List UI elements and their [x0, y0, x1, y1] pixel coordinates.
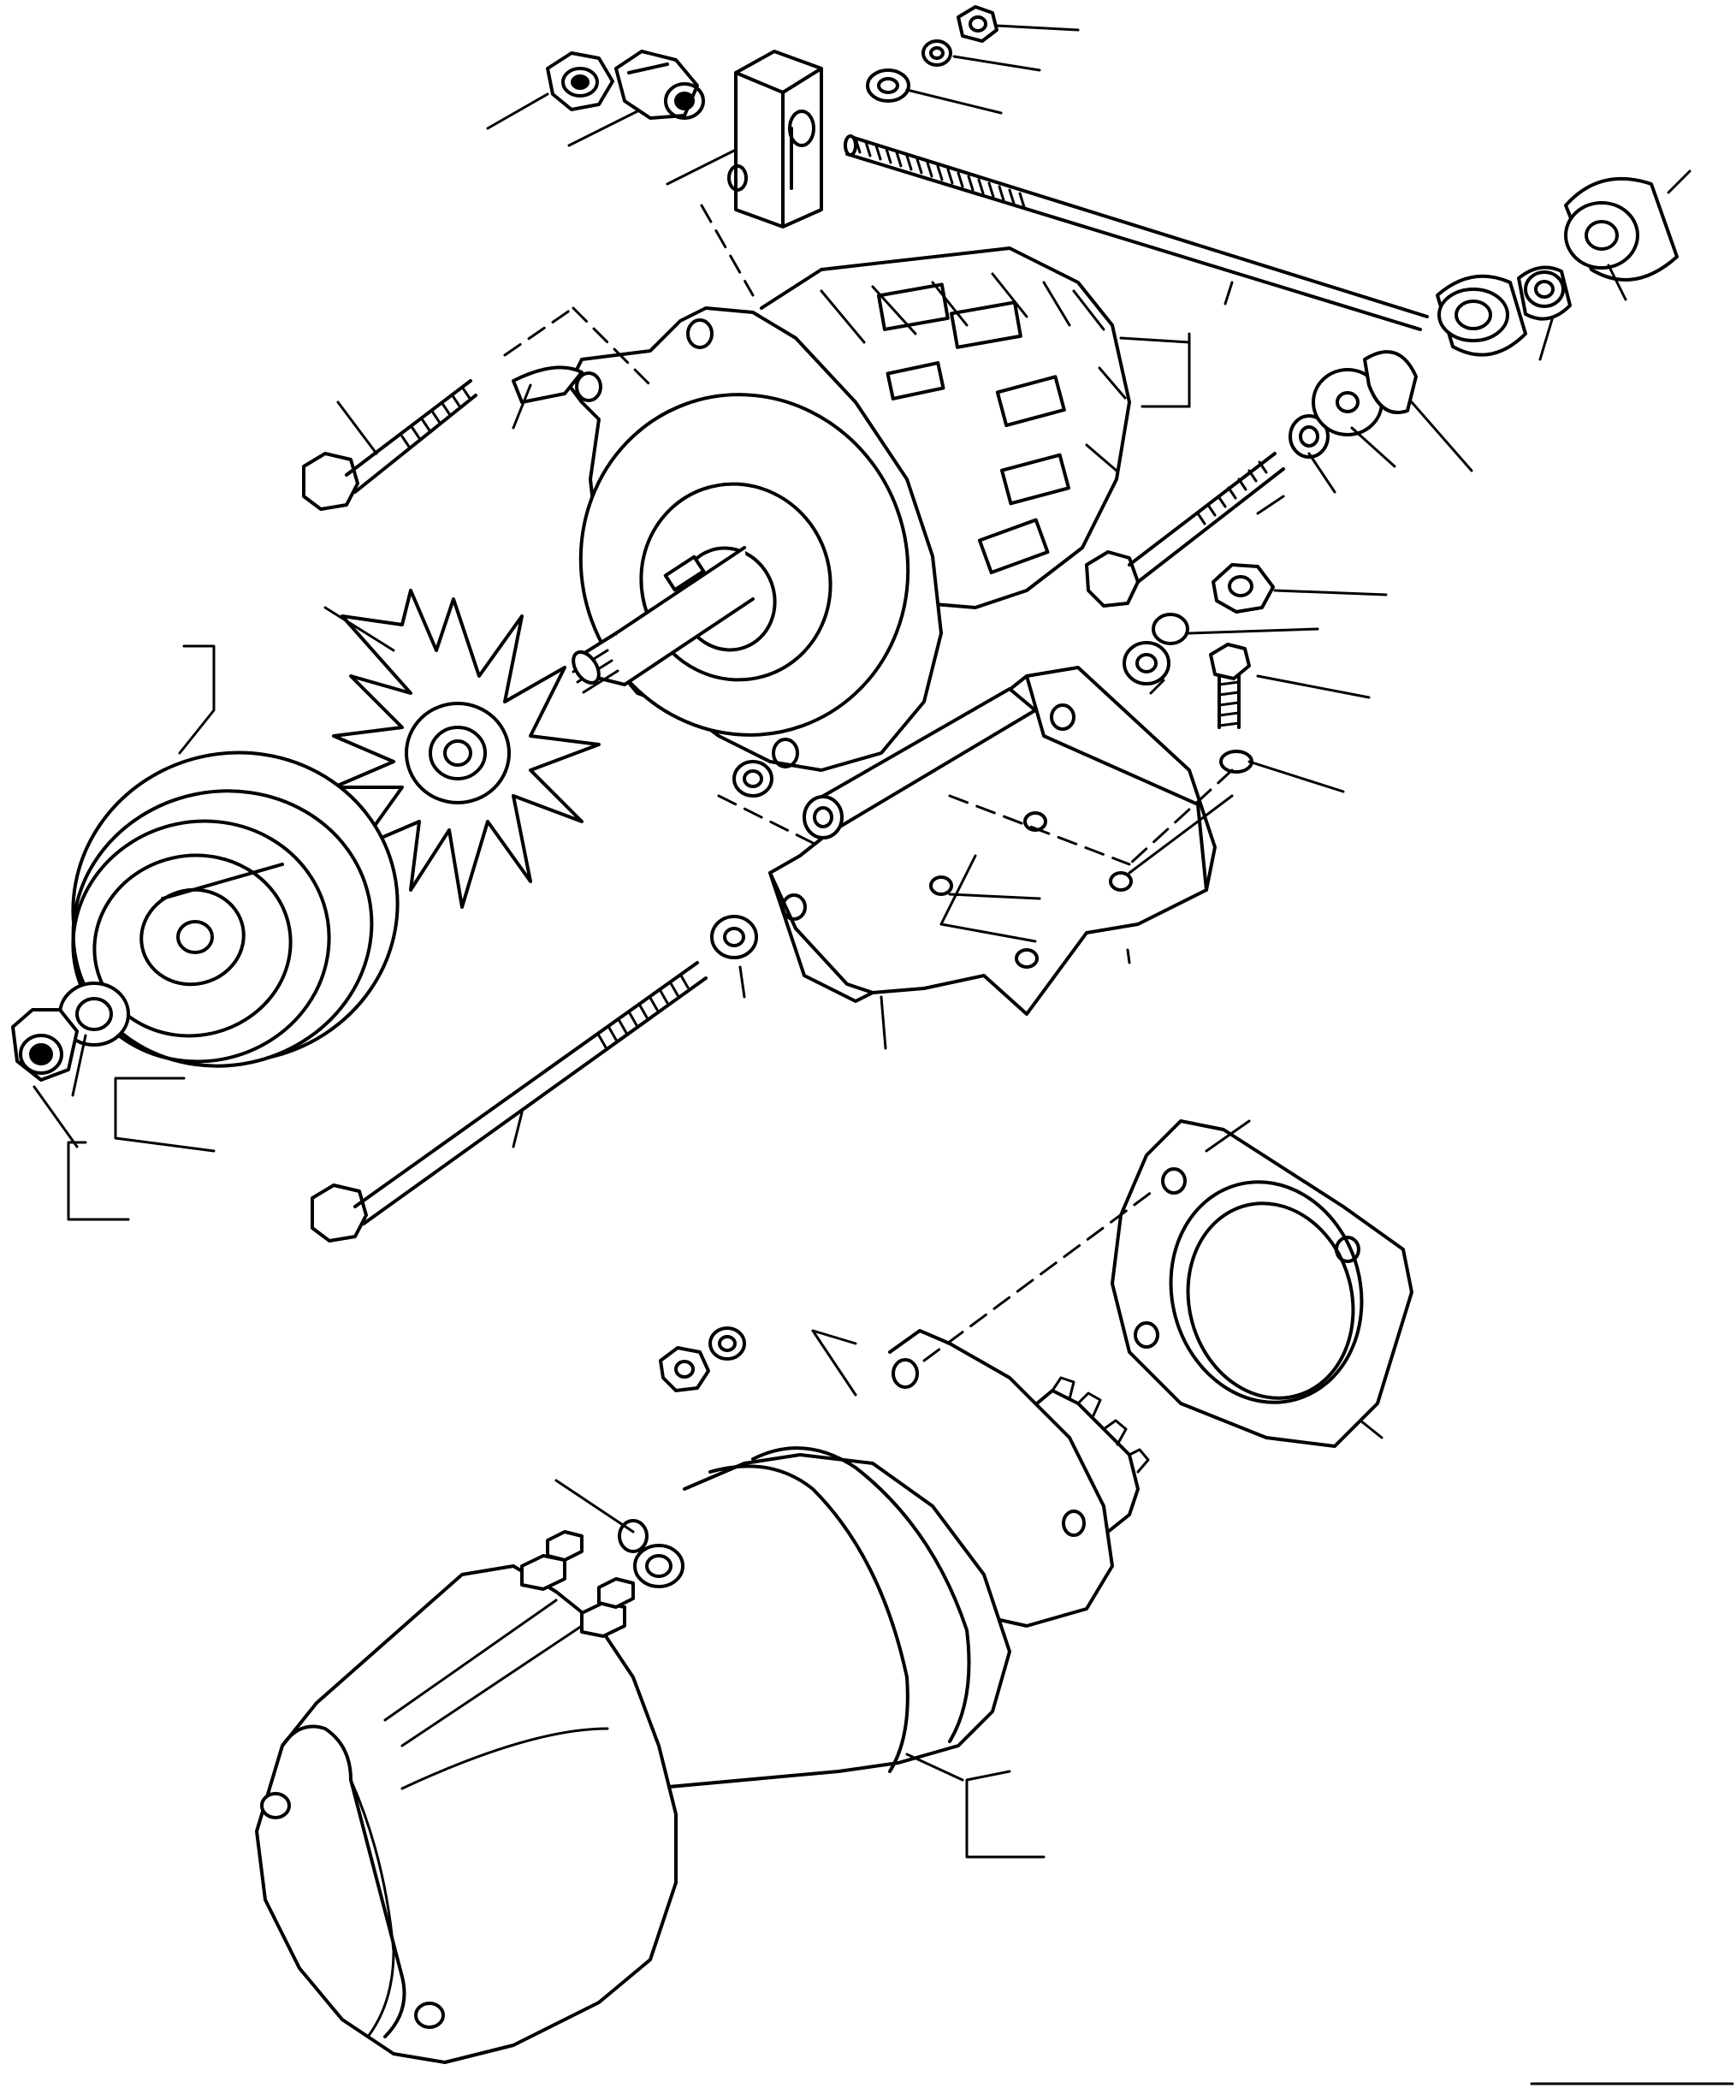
top-adjust-block — [727, 50, 823, 228]
long-pivot-bolt — [311, 915, 758, 1243]
starter-terminal-studs — [520, 1530, 635, 1638]
right-nut-bolt-set — [1123, 563, 1275, 774]
alternator-body — [760, 246, 1131, 609]
starter-mount-nut-washer — [659, 1326, 746, 1392]
right-washers — [1289, 350, 1418, 459]
starter-solenoid-cover — [255, 1564, 678, 2064]
bracket-washer — [732, 760, 773, 798]
alternator-upper-bolt — [302, 379, 477, 511]
alternator-through-bolt — [1085, 452, 1285, 608]
adjusting-rod — [844, 134, 1429, 331]
rod-bushings — [1436, 176, 1679, 357]
alternator-shaft — [572, 546, 755, 694]
bracket-spacer-tube — [803, 687, 1037, 839]
assembly-centerlines — [503, 204, 1234, 1362]
top-washers — [866, 5, 998, 103]
starter-motor-body — [649, 1446, 1011, 1790]
top-sleeve-nut — [614, 50, 705, 120]
starter-cable-terminal — [618, 1519, 684, 1588]
woodruff-key — [512, 365, 584, 404]
alternator-fan — [332, 589, 601, 909]
pulley-nut — [11, 1008, 79, 1082]
starter-flange-gasket — [1111, 1119, 1413, 1448]
alternator-mounting-bracket — [768, 666, 1217, 1016]
callout-leader-lines — [33, 24, 1734, 2085]
top-nut-left — [546, 51, 614, 111]
alternator-pulley — [71, 750, 400, 1068]
